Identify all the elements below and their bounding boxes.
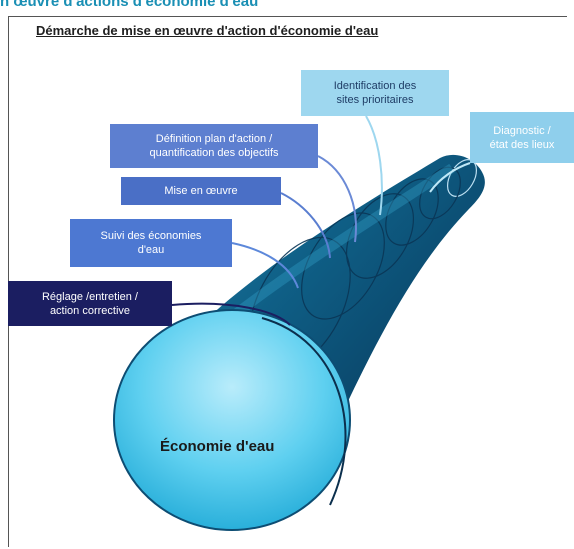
main-label: Économie d'eau	[160, 438, 275, 455]
step-box-diagnostic: Diagnostic / état des lieux	[470, 112, 574, 163]
step-label-line1: Définition plan d'action /	[155, 133, 273, 145]
step-label-line1: Identification des	[333, 80, 417, 92]
tube-front-rim	[113, 309, 351, 531]
step-label-line2: sites prioritaires	[336, 94, 414, 106]
step-box-reglage: Réglage /entretien / action corrective	[8, 281, 172, 326]
page-header: n œuvre d'actions d'économie d'eau	[0, 0, 259, 10]
tube-front-ring	[261, 317, 347, 506]
step-box-suivi: Suivi des économies d'eau	[70, 219, 232, 267]
step-label-line2: état des lieux	[489, 138, 555, 151]
step-box-mise-en-oeuvre: Mise en œuvre	[121, 177, 281, 205]
step-label-line2: quantification des objectifs	[149, 147, 279, 159]
tube-front-face	[114, 310, 350, 530]
step-label-line2: action corrective	[49, 304, 131, 317]
step-label-line1: Mise en œuvre	[164, 185, 238, 197]
step-box-definition: Définition plan d'action / quantificatio…	[110, 124, 318, 168]
connector-lines	[171, 115, 471, 326]
step-box-identification: Identification des sites prioritaires	[301, 70, 449, 116]
step-label-line1: Réglage /entretien /	[41, 290, 138, 303]
step-label-line1: Suivi des économies	[100, 230, 202, 242]
step-label-line1: Diagnostic /	[493, 124, 551, 137]
diagram-heading: Démarche de mise en œuvre d'action d'éco…	[36, 23, 379, 38]
step-label-line2: d'eau	[137, 244, 165, 256]
